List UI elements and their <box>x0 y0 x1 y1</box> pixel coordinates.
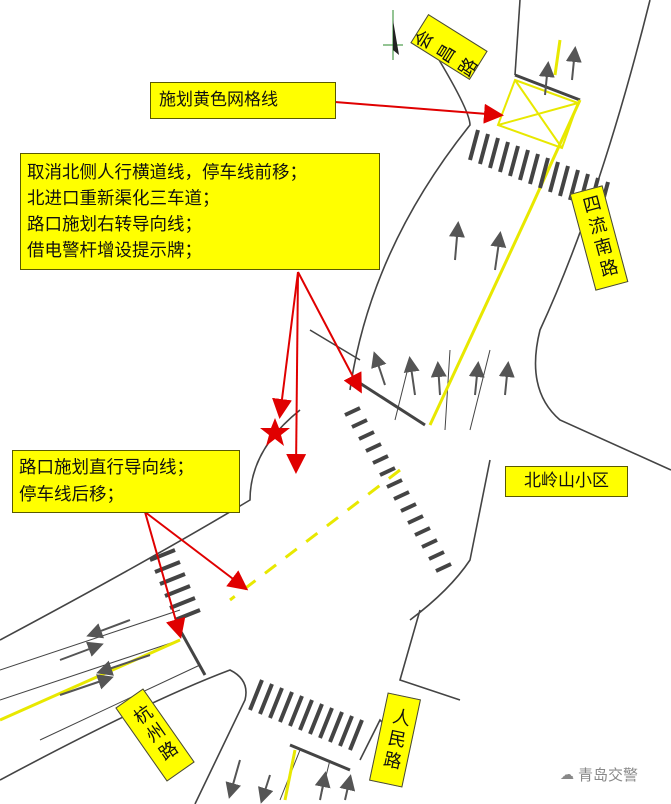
east-corner-edge <box>399 609 461 701</box>
center-lines <box>0 39 582 801</box>
huichang-west-edge <box>514 0 521 76</box>
note-north-entry: 取消北侧人行横道线，停车线前移； 北进口重新渠化三车道； 路口施划右转导向线； … <box>20 153 380 270</box>
south-callout-arrow-1 <box>144 511 249 591</box>
note-line: 取消北侧人行横道线，停车线前移； <box>27 163 307 183</box>
renmin-center-line <box>283 749 297 801</box>
watermark-text: 青岛交警 <box>578 766 639 784</box>
huichang-stop-line <box>514 73 581 102</box>
north-island <box>309 329 361 361</box>
note-yellow-grid: 施划黄色网格线 <box>150 82 336 119</box>
hangzhou-corner-edge <box>0 669 247 804</box>
wechat-icon: ☁ <box>560 766 574 783</box>
label-beilingshan: 北岭山小区 <box>505 466 628 497</box>
note-line: 北进口重新渠化三车道； <box>27 189 220 209</box>
north-callout-arrow-1 <box>297 271 362 394</box>
grid-callout-arrow <box>334 101 504 124</box>
note-line: 路口施划右转导向线； <box>27 215 202 235</box>
south-callout-arrow-2 <box>144 511 186 639</box>
watermark: ☁ 青岛交警 <box>560 764 638 785</box>
note-line: 停车线后移； <box>19 485 124 505</box>
east-crosswalk <box>344 406 452 573</box>
dashed-center-line <box>229 468 401 602</box>
note-text: 施划黄色网格线 <box>159 90 278 110</box>
west-road-north-edge <box>0 409 301 641</box>
yellow-grid-box <box>496 78 580 150</box>
north-arrow-icon <box>383 10 403 60</box>
crosswalks <box>149 129 610 751</box>
renmin-stop-line <box>289 743 351 772</box>
west-lane-lines <box>0 609 201 741</box>
note-line: 借电警杆增设提示牌； <box>27 241 202 261</box>
west-crosswalk <box>149 548 201 622</box>
callout-arrows <box>144 101 504 639</box>
west-center-line <box>0 638 181 722</box>
south-crosswalk <box>248 679 364 751</box>
north-center-line <box>428 39 582 426</box>
note-south-entry: 路口施划直行导向线； 停车线后移； <box>12 450 240 513</box>
lane-arrows <box>59 46 582 804</box>
north-stop-line <box>354 378 426 427</box>
north-road-west-edge <box>349 44 471 391</box>
beilingshan-edge <box>409 459 491 621</box>
north-callout-arrow-3 <box>286 271 307 474</box>
north-road-east-edge <box>534 0 671 471</box>
north-callout-arrow-2 <box>272 271 299 419</box>
note-line: 路口施划直行导向线； <box>19 458 194 478</box>
star-icon <box>260 418 290 446</box>
